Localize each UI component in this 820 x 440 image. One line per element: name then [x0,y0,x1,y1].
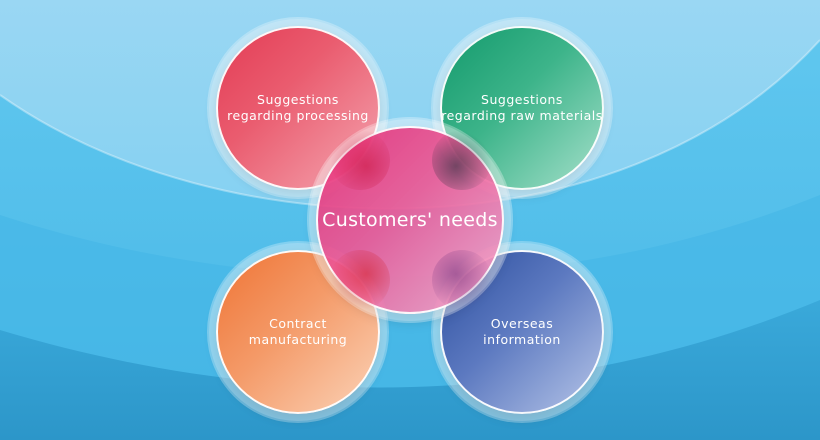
bubble-overseas-line2: information [483,332,561,347]
bubble-processing-line2: regarding processing [227,108,369,123]
bubble-customers-needs: Customers' needs [316,126,504,314]
bubble-overseas-line1: Overseas [490,316,554,331]
bubble-processing-line1: Suggestions [257,92,339,107]
bubble-contract-line2: manufacturing [248,332,348,347]
bubble-raw-materials-line1: Suggestions [481,92,563,107]
center-label: Customers' needs [322,209,498,231]
background-wave-lower [0,300,820,440]
bubble-raw-materials-line2: regarding raw materials [441,108,603,123]
bubble-contract-line1: Contract [269,316,327,331]
